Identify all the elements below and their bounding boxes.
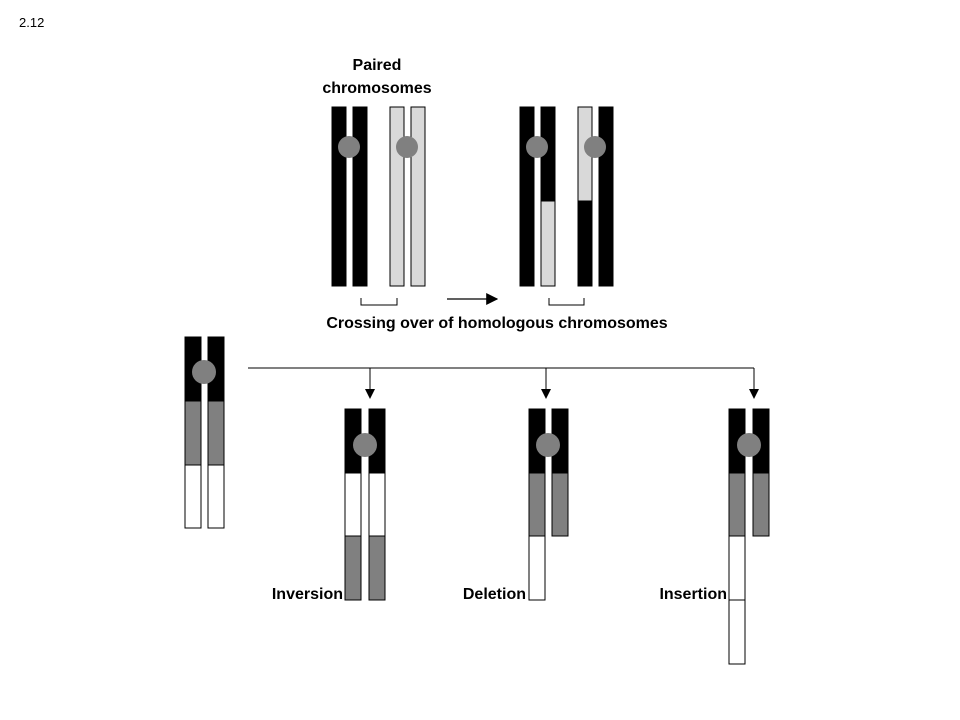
centromere [353, 433, 377, 457]
centromere [338, 136, 360, 158]
centromere [526, 136, 548, 158]
deletion-chromosome [528, 408, 569, 601]
slide-number: 2.12 [19, 15, 44, 30]
centromere [192, 360, 216, 384]
centromere [536, 433, 560, 457]
crossing-over-label: Crossing over of homologous chromosomes [326, 315, 667, 332]
bracket [548, 298, 585, 306]
gray-chromosome-recombined [577, 106, 614, 287]
paired-label-line1: Paired [353, 57, 402, 74]
insertion-chromosome [728, 408, 770, 665]
inversion-chromosome [344, 408, 386, 601]
deletion-label: Deletion [463, 586, 526, 603]
black-chromosome [331, 106, 368, 287]
centromere [396, 136, 418, 158]
gray-chromosome [389, 106, 426, 287]
inversion-label: Inversion [272, 586, 343, 603]
centromere [584, 136, 606, 158]
branch-arrows [248, 367, 759, 399]
paired-chromosomes: Paired chromosomes [322, 57, 432, 306]
bracket [360, 298, 398, 306]
original-chromosome [184, 336, 225, 529]
black-chromosome-recombined [519, 106, 556, 287]
centromere [737, 433, 761, 457]
insertion-label: Insertion [659, 586, 727, 603]
crossed-chromosomes [519, 106, 614, 306]
paired-label-line2: chromosomes [322, 80, 431, 97]
